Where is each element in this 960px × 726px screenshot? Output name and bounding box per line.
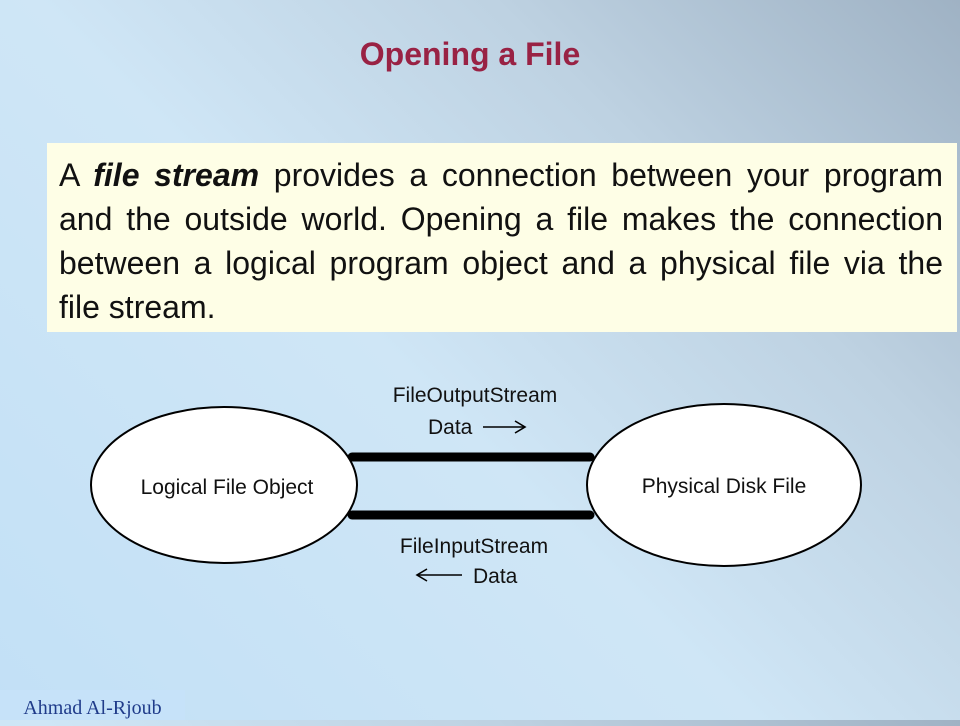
input-stream-data-label: Data [473,565,518,588]
left-node-label: Logical File Object [141,476,314,499]
input-stream-name: FileInputStream [400,535,548,558]
logical-file-object-node [90,406,358,564]
slide-title: Opening a File [359,36,581,72]
paragraph-intro: A [59,157,94,193]
author-tag: Ahmad Al-Rjoub [0,690,185,720]
arrow-left-icon [415,568,462,582]
right-node-label: Physical Disk File [642,475,807,498]
output-stream-name: FileOutputStream [393,384,558,407]
paragraph-emphasis: file stream [93,157,260,193]
paragraph-rest: provides a connection between your progr… [59,157,944,325]
description-text-box: A file stream provides a connection betw… [47,143,957,332]
output-stream-data-label: Data [428,416,473,439]
arrow-right-icon [483,420,527,434]
physical-disk-file-node [586,403,862,567]
